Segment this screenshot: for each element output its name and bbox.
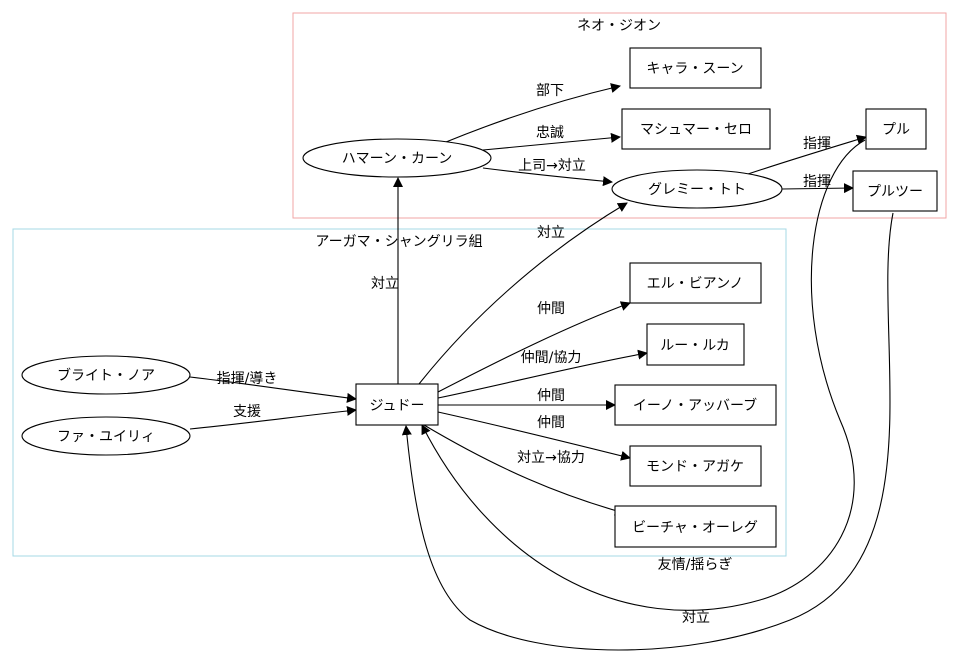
- node-haman-shape[interactable]: [302, 138, 492, 178]
- edge-fa-judau[interactable]: [189, 405, 357, 430]
- node-mashymre[interactable]: マシュマー・セロ: [621, 108, 771, 150]
- edge-label-puru-judau: 友情/揺らぎ: [658, 557, 733, 573]
- node-bright[interactable]: ブライト・ノア: [21, 355, 191, 395]
- edge-judau-roux[interactable]: [437, 349, 648, 399]
- node-beecha-shape[interactable]: [614, 505, 777, 548]
- node-puru-shape[interactable]: [865, 108, 927, 150]
- edge-label-glemy-puru: 指揮: [803, 136, 831, 152]
- edge-label-haman-mashymre: 忠誠: [536, 125, 564, 141]
- node-elle-label: エル・ビアンノ: [647, 276, 744, 292]
- node-roux[interactable]: ルー・ルカ: [646, 323, 745, 366]
- edge-haman-mashymre[interactable]: [482, 132, 621, 151]
- node-beecha-label: ビーチャ・オーレグ: [632, 520, 758, 536]
- node-char-shape[interactable]: [629, 47, 762, 89]
- cluster-neo-zeon-border: [292, 12, 947, 219]
- node-puru2-label: プルツー: [867, 184, 923, 200]
- edge-glemy-puru[interactable]: [747, 134, 867, 175]
- edge-puru2-judau[interactable]: [401, 212, 894, 651]
- edges: [189, 83, 894, 651]
- node-beecha[interactable]: ビーチャ・オーレグ: [614, 505, 777, 548]
- cluster-argama: アーガマ・シャングリラ組: [12, 228, 787, 557]
- edge-bright-judau[interactable]: [189, 376, 357, 403]
- node-judau-shape[interactable]: [355, 383, 439, 426]
- node-bright-label: ブライト・ノア: [57, 367, 155, 384]
- node-glemy-shape[interactable]: [611, 169, 783, 209]
- edge-puru-judau[interactable]: [421, 139, 866, 611]
- edge-labels: 部下 忠誠 上司→対立 指揮 指揮 対立 対立 指揮/導き 支援 仲間 仲間/協…: [217, 83, 831, 626]
- node-iino-label: イーノ・アッバーブ: [633, 397, 757, 414]
- edge-label-judau-glemy: 対立: [537, 225, 565, 241]
- node-iino[interactable]: イーノ・アッバーブ: [614, 384, 777, 426]
- node-fa-shape[interactable]: [21, 416, 191, 456]
- edge-label-bright-judau: 指揮/導き: [217, 371, 278, 387]
- node-roux-label: ルー・ルカ: [660, 338, 730, 354]
- node-mondo[interactable]: モンド・アガケ: [629, 445, 762, 487]
- node-haman[interactable]: ハマーン・カーン: [302, 138, 492, 178]
- edge-label-judau-haman: 対立: [371, 276, 399, 292]
- edge-label-judau-roux: 仲間/協力: [521, 350, 582, 366]
- edge-label-judau-elle: 仲間: [537, 301, 565, 317]
- node-glemy[interactable]: グレミー・トト: [611, 169, 783, 209]
- cluster-neo-zeon: ネオ・ジオン: [292, 12, 947, 219]
- node-puru2[interactable]: プルツー: [852, 170, 938, 212]
- node-glemy-label: グレミー・トト: [648, 182, 746, 198]
- cluster-neo-zeon-label: ネオ・ジオン: [577, 18, 661, 34]
- edge-label-judau-iino: 仲間: [537, 388, 565, 404]
- node-fa-label: ファ・ユイリィ: [57, 429, 155, 445]
- cluster-argama-border: [12, 228, 787, 557]
- node-mashymre-label: マシュマー・セロ: [640, 122, 752, 138]
- edge-label-haman-glemy: 上司→対立: [518, 158, 586, 174]
- edge-label-puru2-judau: 対立: [682, 610, 710, 626]
- edge-haman-glemy[interactable]: [482, 167, 613, 187]
- edge-label-glemy-puru2: 指揮: [803, 174, 831, 190]
- node-roux-shape[interactable]: [646, 323, 745, 366]
- node-puru2-shape[interactable]: [852, 170, 938, 212]
- node-elle[interactable]: エル・ビアンノ: [629, 262, 762, 304]
- edge-judau-elle[interactable]: [437, 301, 631, 393]
- node-elle-shape[interactable]: [629, 262, 762, 304]
- node-char[interactable]: キャラ・スーン: [629, 47, 762, 89]
- node-mashymre-shape[interactable]: [621, 108, 771, 150]
- edge-haman-char[interactable]: [445, 83, 621, 143]
- node-mondo-label: モンド・アガケ: [646, 459, 744, 475]
- node-judau-label: ジュドー: [369, 398, 424, 414]
- edge-label-judau-beecha: 対立→協力: [517, 450, 585, 466]
- node-mondo-shape[interactable]: [629, 445, 762, 487]
- node-fa[interactable]: ファ・ユイリィ: [21, 416, 191, 456]
- edge-label-haman-char: 部下: [536, 83, 564, 99]
- node-iino-shape[interactable]: [614, 384, 777, 426]
- node-puru[interactable]: プル: [865, 108, 927, 150]
- node-puru-label: プル: [882, 122, 910, 138]
- edge-label-judau-mondo: 仲間: [537, 415, 565, 431]
- edge-judau-glemy[interactable]: [418, 202, 628, 385]
- node-bright-shape[interactable]: [21, 355, 191, 395]
- nodes: ハマーン・カーン キャラ・スーン マシュマー・セロ グレミー・トト プル プルツ…: [21, 47, 938, 548]
- edge-glemy-puru2[interactable]: [781, 183, 854, 194]
- edge-judau-beecha[interactable]: [413, 416, 625, 516]
- node-judau[interactable]: ジュドー: [355, 383, 439, 426]
- cluster-argama-label: アーガマ・シャングリラ組: [315, 234, 482, 250]
- edge-label-fa-judau: 支援: [233, 404, 261, 420]
- node-char-label: キャラ・スーン: [646, 61, 743, 77]
- node-haman-label: ハマーン・カーン: [342, 151, 453, 167]
